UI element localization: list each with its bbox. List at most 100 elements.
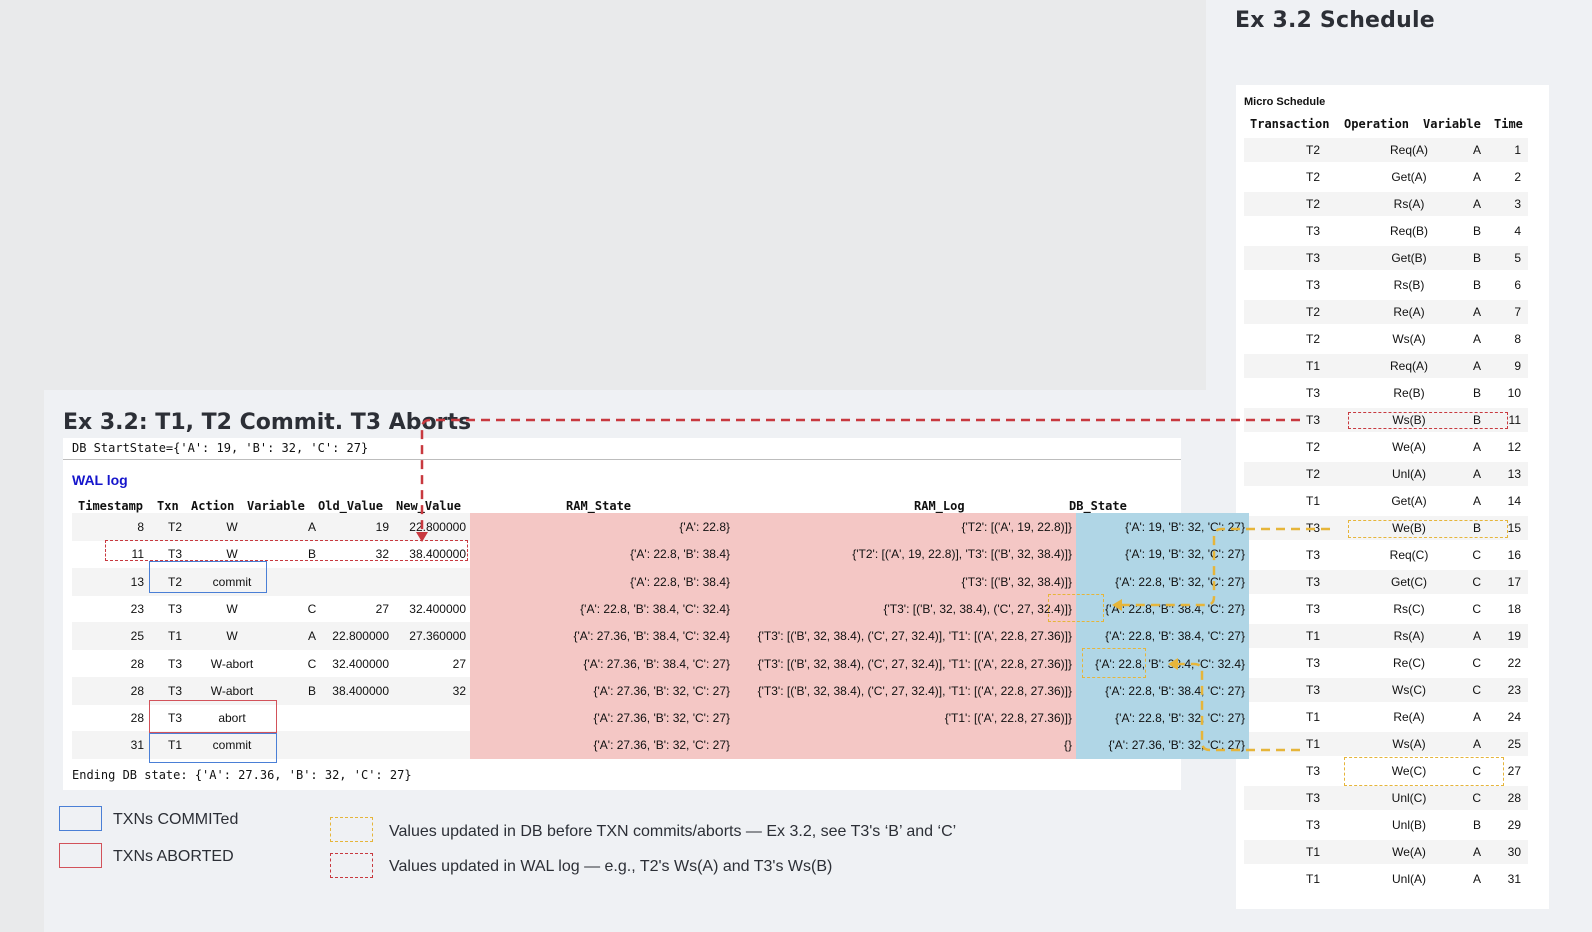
- schedule-txn: T2: [1305, 467, 1320, 481]
- schedule-txn: T3: [1305, 413, 1320, 427]
- wal-timestamp: 11: [131, 547, 144, 562]
- schedule-txn: T3: [1305, 224, 1320, 238]
- wal-old-value: 19: [375, 520, 389, 534]
- schedule-var: B: [1472, 251, 1481, 265]
- wal-timestamp: 8: [137, 520, 144, 534]
- schedule-op: Re(B): [1393, 386, 1425, 400]
- col-action: Action: [191, 499, 235, 513]
- schedule-op: We(A): [1392, 440, 1426, 454]
- schedule-op: We(B): [1392, 521, 1426, 535]
- wal-txn: T1: [167, 738, 182, 753]
- red-connector: [420, 418, 1300, 534]
- schedule-title: Ex 3.2 Schedule: [1235, 8, 1435, 33]
- wal-timestamp: 25: [130, 629, 144, 644]
- schedule-row: T2 We(A) A 12: [1244, 435, 1528, 459]
- schedule-time: 16: [1507, 548, 1521, 562]
- schedule-txn: T3: [1305, 278, 1320, 292]
- schedule-txn: T3: [1305, 791, 1320, 805]
- wal-ram-log: {'T3': [('B', 32, 38.4), ('C', 27, 32.4)…: [734, 594, 1076, 623]
- wal-new-value: 22.800000: [409, 520, 466, 534]
- wal-txn: T1: [167, 629, 182, 644]
- schedule-var: C: [1472, 575, 1481, 589]
- schedule-var: A: [1472, 629, 1481, 643]
- wal-action: W-abort: [210, 683, 254, 698]
- wal-variable: B: [307, 683, 316, 698]
- wal-timestamp: 28: [130, 711, 144, 726]
- wal-old-value: 22.800000: [332, 629, 389, 644]
- wal-ram-state: {'A': 22.8, 'B': 38.4, 'C': 32.4}: [470, 594, 734, 623]
- db-end-state: Ending DB state: {'A': 27.36, 'B': 32, '…: [72, 768, 412, 782]
- wal-action: W: [226, 547, 238, 562]
- wal-ram-state: {'A': 27.36, 'B': 32, 'C': 27}: [470, 704, 734, 733]
- wal-action: W: [226, 601, 238, 616]
- col-txn: Txn: [157, 499, 179, 513]
- schedule-txn: T3: [1305, 548, 1320, 562]
- schedule-txn: T2: [1305, 143, 1320, 157]
- schedule-txn: T1: [1305, 359, 1320, 373]
- micro-schedule-caption: Micro Schedule: [1244, 96, 1326, 108]
- wal-new-value: 38.400000: [409, 547, 466, 562]
- schedule-time: 29: [1507, 818, 1521, 832]
- schedule-txn: T3: [1305, 575, 1320, 589]
- schedule-var: A: [1472, 305, 1481, 319]
- schedule-op: Rs(A): [1393, 197, 1425, 211]
- schedule-op: Get(A): [1391, 494, 1427, 508]
- schedule-var: A: [1472, 440, 1481, 454]
- schedule-var: C: [1472, 602, 1481, 616]
- schedule-var: C: [1472, 791, 1481, 805]
- schedule-op: Unl(B): [1391, 818, 1426, 832]
- wal-ram-log: {'T3': [('B', 32, 38.4), ('C', 27, 32.4)…: [734, 649, 1076, 678]
- schedule-op: We(C): [1391, 764, 1427, 778]
- schedule-txn: T3: [1305, 683, 1320, 697]
- schedule-op: Re(C): [1393, 656, 1425, 670]
- schedule-op: Req(A): [1389, 143, 1428, 157]
- schedule-var: C: [1472, 764, 1481, 778]
- schedule-op: Re(A): [1393, 305, 1425, 319]
- wal-ram-log: {'T1': [('A', 22.8, 27.36)]}: [734, 704, 1076, 733]
- schedule-time: 15: [1507, 521, 1521, 535]
- legend-red-label: Values updated in WAL log — e.g., T2's W…: [389, 858, 833, 875]
- micro-schedule-card: [1236, 85, 1549, 909]
- schedule-var: A: [1472, 872, 1481, 886]
- wal-new-value: 32: [452, 683, 466, 698]
- legend-abort-swatch: [59, 843, 102, 868]
- wal-ram-state: {'A': 22.8, 'B': 38.4}: [470, 567, 734, 596]
- wal-variable: C: [307, 656, 317, 671]
- yellow-arrowhead-b: [1112, 599, 1122, 611]
- schedule-time: 7: [1514, 305, 1521, 319]
- schedule-time: 6: [1514, 278, 1521, 292]
- schedule-var: A: [1472, 332, 1481, 346]
- wal-timestamp: 31: [130, 738, 144, 753]
- start-state-bar: [63, 438, 1181, 460]
- schedule-op: Re(A): [1393, 710, 1425, 724]
- schedule-time: 24: [1507, 710, 1521, 724]
- schedule-time: 2: [1514, 170, 1521, 184]
- wal-timestamp: 28: [130, 683, 144, 698]
- col-time: Time: [1494, 117, 1523, 131]
- schedule-txn: T2: [1305, 440, 1320, 454]
- wal-action: commit: [212, 574, 252, 589]
- wal-action: abort: [218, 711, 246, 726]
- schedule-txn: T3: [1305, 818, 1320, 832]
- schedule-time: 23: [1507, 683, 1521, 697]
- schedule-time: 31: [1507, 872, 1521, 886]
- schedule-time: 12: [1507, 440, 1521, 454]
- wal-ram-log: {'T2': [('A', 19, 22.8)]}: [734, 513, 1076, 541]
- wal-action: W: [226, 520, 238, 534]
- schedule-time: 1: [1514, 143, 1521, 157]
